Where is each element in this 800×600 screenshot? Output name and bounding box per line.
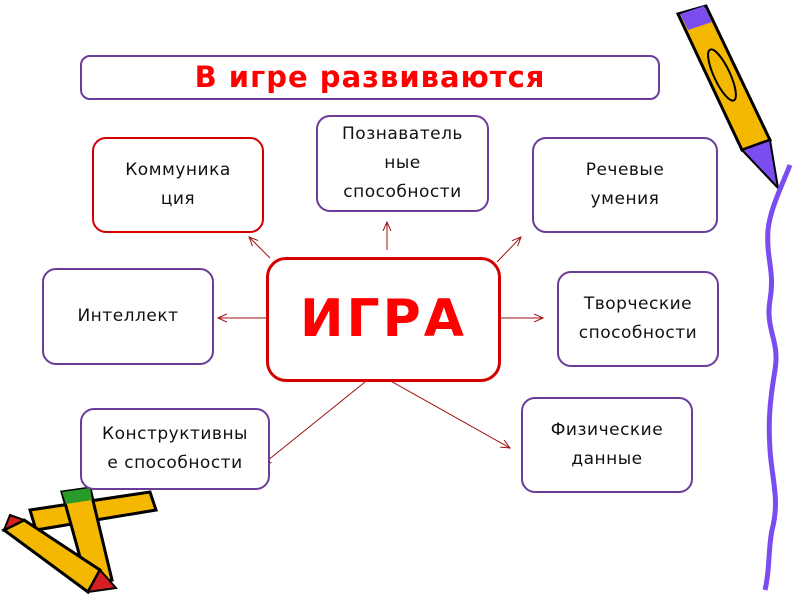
- center-node-game: ИГРА: [266, 257, 501, 382]
- node-constructive: Конструктивны е способности: [80, 408, 270, 490]
- arrow-communication: [249, 237, 271, 259]
- node-physical: Физические данные: [521, 397, 693, 493]
- node-speech: Речевые умения: [532, 137, 718, 233]
- slide-title: В игре развиваются: [80, 55, 660, 100]
- node-intellect: Интеллект: [42, 268, 214, 365]
- node-communication: Коммуника ция: [92, 137, 264, 233]
- arrow-constructive: [262, 381, 366, 465]
- pencil-icon: [675, 4, 780, 192]
- squiggle-line-icon: [762, 164, 793, 591]
- pencils-icon: [1, 486, 158, 595]
- node-creative: Творческие способности: [557, 271, 719, 367]
- node-cognitive: Познаватель ные способности: [316, 115, 489, 212]
- arrow-speech: [496, 237, 521, 263]
- arrow-physical: [379, 374, 510, 448]
